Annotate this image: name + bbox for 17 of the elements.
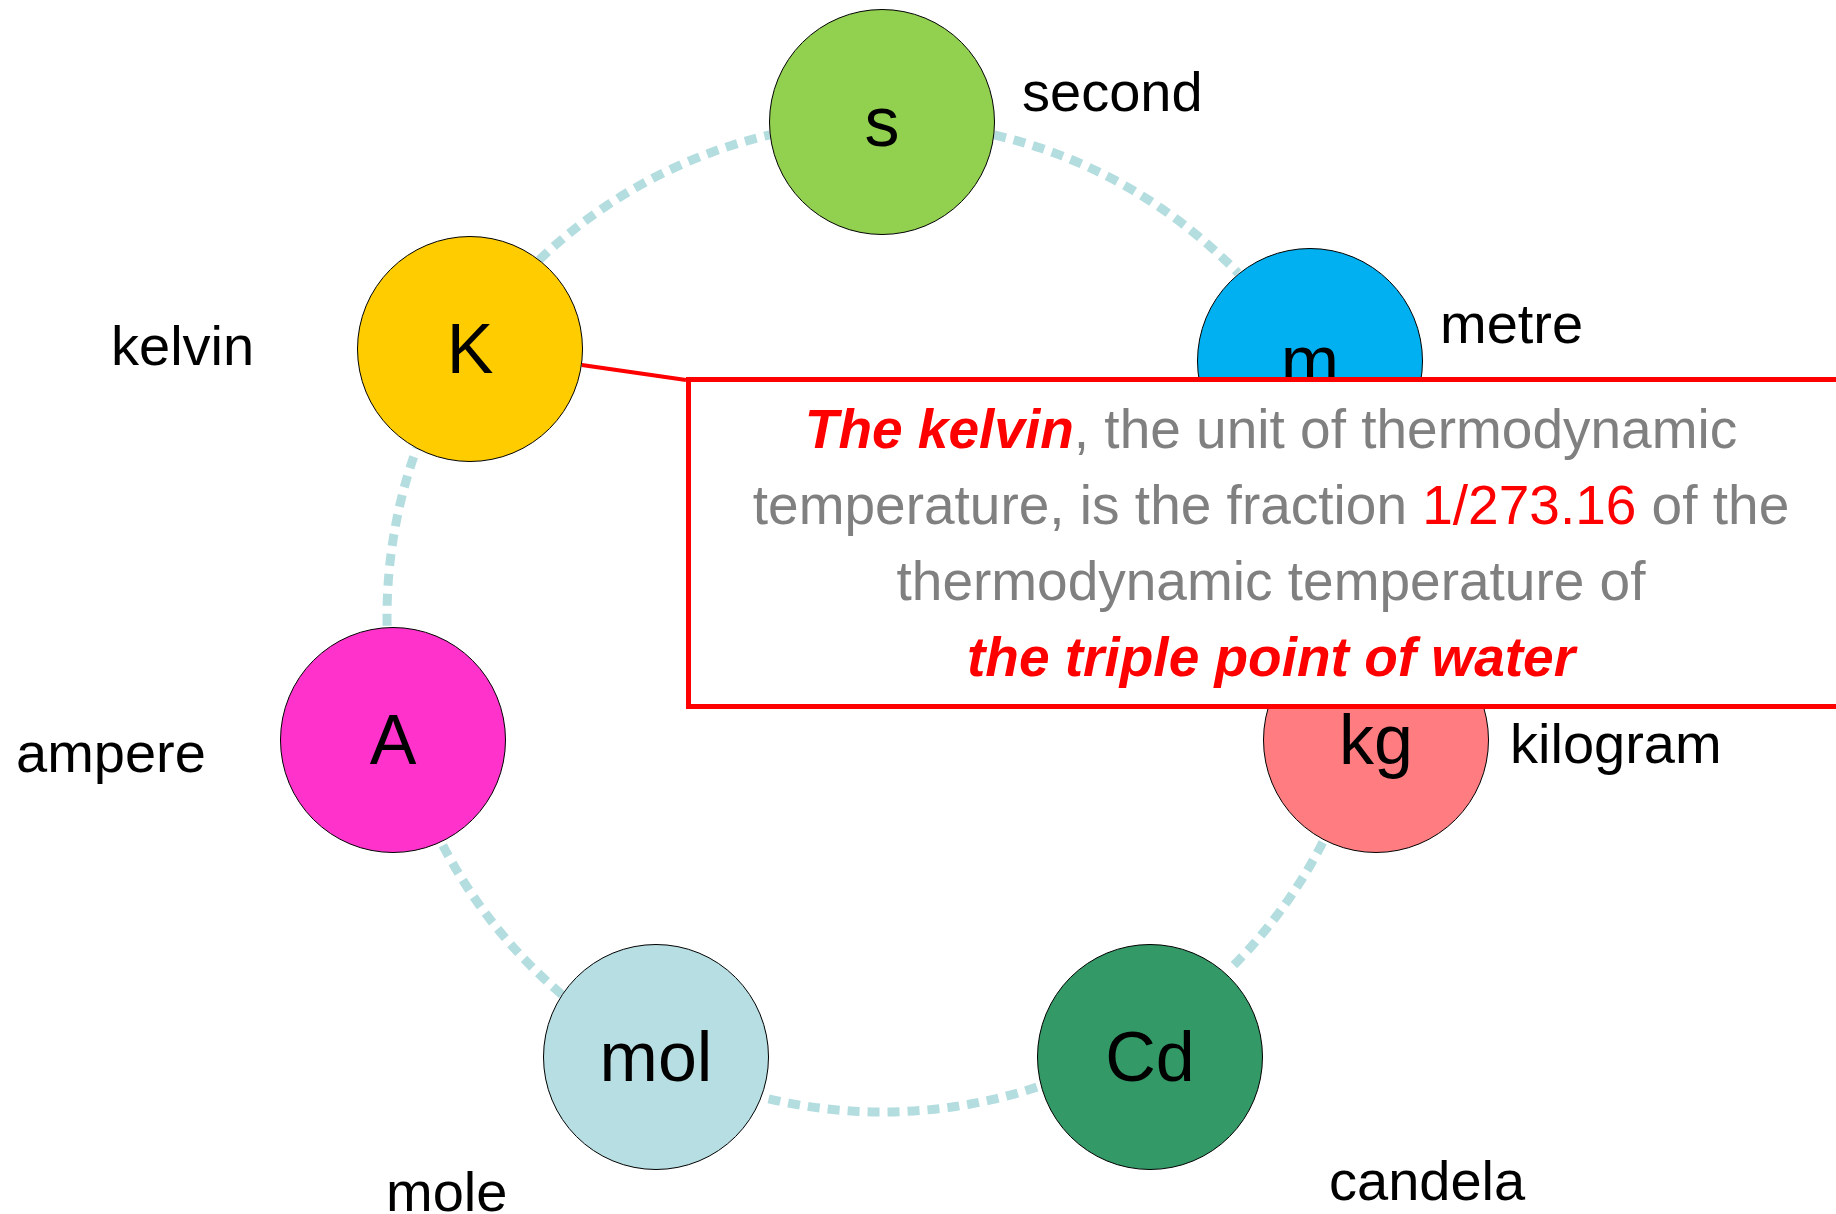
unit-name: kelvin xyxy=(111,318,255,374)
unit-symbol: A xyxy=(369,705,417,775)
unit-name: candela xyxy=(1329,1153,1526,1209)
unit-name: metre xyxy=(1440,296,1584,352)
unit-symbol: Cd xyxy=(1105,1022,1195,1092)
unit-symbol: mol xyxy=(599,1022,713,1092)
definition-text: The kelvin, the unit of thermodynamic temperature, is the fraction 1/273.16 of the thermodynamic temperature of the triple point of water xyxy=(751,397,1791,690)
leader-line xyxy=(581,363,687,382)
unit-name: mole xyxy=(386,1164,508,1214)
dotted-connector xyxy=(437,841,565,998)
unit-symbol: K xyxy=(446,314,494,384)
definition-tooltip xyxy=(686,377,1836,709)
dotted-connector xyxy=(536,130,771,264)
unit-name: second xyxy=(1022,64,1203,120)
dotted-connector xyxy=(382,446,421,626)
unit-symbol: s xyxy=(864,87,900,157)
dotted-connector xyxy=(993,130,1242,277)
